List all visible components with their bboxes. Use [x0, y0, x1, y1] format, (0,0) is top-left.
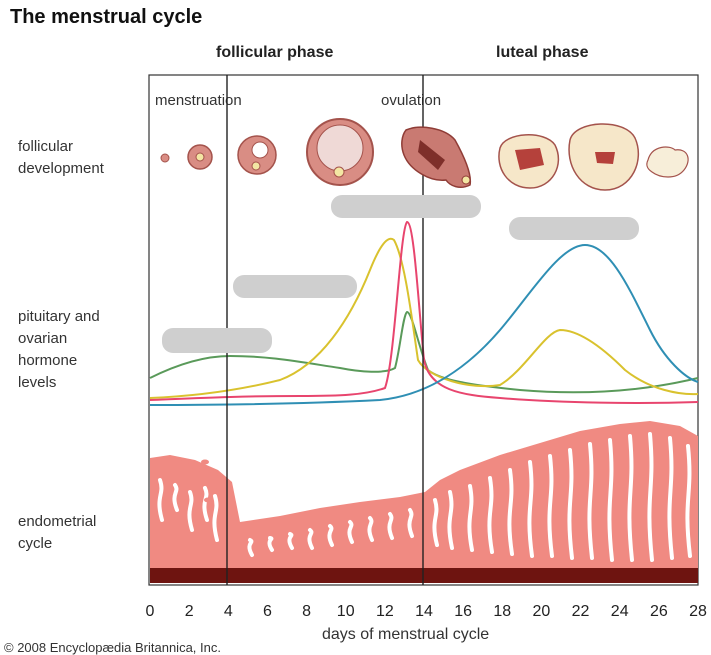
x-tick-label: 22 — [571, 603, 590, 620]
endometrial-gland — [487, 476, 494, 554]
row-label-line: follicular — [18, 138, 74, 155]
endometrial-gland — [267, 536, 274, 552]
x-tick-label: 4 — [223, 603, 233, 620]
endometrial-gland — [507, 468, 514, 556]
x-tick-label: 2 — [184, 603, 194, 620]
follicle-icon — [237, 135, 277, 175]
follicle-icon — [401, 126, 472, 188]
endometrial-lining — [150, 421, 698, 583]
x-tick-label: 16 — [454, 603, 473, 620]
endometrial-gland — [327, 524, 334, 547]
x-tick-label: 8 — [302, 603, 312, 620]
x-tick-label: 18 — [493, 603, 512, 620]
row-label-line: hormone — [18, 352, 78, 369]
endometrial-gland — [647, 432, 654, 562]
endometrial-gland — [172, 483, 179, 512]
estrogen-curve — [149, 237, 699, 399]
luteal-phase-label: luteal phase — [496, 44, 589, 61]
endometrial-gland — [567, 448, 574, 560]
endometrial-gland — [157, 478, 164, 522]
x-axis-label: days of menstrual cycle — [322, 626, 490, 643]
shed-tissue-fragment — [216, 487, 224, 493]
row-label-line: development — [18, 160, 104, 177]
endometrial-gland — [685, 444, 692, 558]
shed-tissue-fragment — [192, 467, 200, 473]
x-tick-label: 10 — [336, 603, 355, 620]
x-tick-label: 12 — [375, 603, 394, 620]
redaction-masks — [162, 195, 639, 353]
follicular-phase-label: follicular phase — [216, 44, 334, 61]
shed-tissue-fragment — [204, 497, 212, 503]
endometrial-gland — [547, 454, 554, 558]
endometrial-gland — [247, 538, 254, 557]
shed-tissue-fragment — [181, 459, 189, 465]
corpus-luteum-icon — [568, 123, 640, 191]
hormone-curves — [149, 220, 699, 406]
endometrial-glands — [157, 432, 692, 562]
follicle-icon — [306, 118, 374, 186]
x-tick-label: 6 — [262, 603, 272, 620]
endometrial-gland — [467, 484, 474, 552]
endometrial-gland — [187, 490, 194, 532]
fsh-curve — [149, 310, 699, 394]
menstruation-label: menstruation — [155, 92, 242, 109]
progesterone-curve — [149, 243, 699, 406]
redacted-label — [331, 195, 481, 218]
redacted-label — [162, 328, 272, 353]
row-label-line: levels — [18, 374, 57, 391]
endometrial-gland — [347, 520, 354, 544]
x-tick-label: 28 — [689, 603, 707, 620]
endometrial-gland — [447, 490, 454, 550]
x-tick-label: 26 — [649, 603, 668, 620]
ovulation-label: ovulation — [381, 92, 442, 109]
redacted-label — [509, 217, 639, 240]
hormone-levels-label: pituitary and ovarian hormone levels — [18, 306, 100, 394]
endometrial-gland — [407, 508, 414, 538]
endometrial-gland — [307, 528, 314, 550]
x-tick-label: 0 — [145, 603, 155, 620]
endometrium-tissue — [150, 421, 698, 578]
endometrial-gland — [367, 516, 374, 542]
x-tick-label: 24 — [610, 603, 629, 620]
row-label-line: endometrial — [18, 513, 97, 530]
basal-layer — [150, 568, 698, 583]
endometrial-gland — [387, 512, 394, 540]
shed-tissue-fragment — [201, 459, 209, 465]
shed-tissue-fragment — [210, 471, 218, 477]
endometrial-cycle-label: endometrial cycle — [18, 511, 96, 555]
corpus-luteum-icon — [646, 146, 689, 178]
endometrial-gland — [527, 460, 534, 558]
endometrial-gland — [627, 434, 634, 562]
endometrial-gland — [287, 532, 294, 550]
endometrial-gland — [607, 438, 614, 562]
copyright-credit: © 2008 Encyclopædia Britannica, Inc. — [4, 640, 221, 655]
lh-curve — [149, 220, 699, 404]
diagram-title: The menstrual cycle — [10, 6, 203, 28]
follicle-icon — [187, 144, 213, 170]
endometrial-gland — [667, 436, 674, 560]
follicle-series — [160, 118, 689, 191]
row-label-line: pituitary and — [18, 308, 100, 325]
x-tick-label: 20 — [532, 603, 551, 620]
endometrial-gland — [587, 442, 594, 560]
endometrial-gland — [432, 498, 439, 547]
row-label-line: ovarian — [18, 330, 68, 347]
row-label-line: cycle — [18, 535, 53, 552]
redacted-label — [233, 275, 357, 298]
corpus-luteum-icon — [498, 134, 560, 189]
x-tick-label: 14 — [415, 603, 433, 620]
follicle-icon — [160, 153, 170, 163]
endometrial-gland — [212, 494, 219, 542]
follicular-development-label: follicular development — [18, 136, 104, 180]
